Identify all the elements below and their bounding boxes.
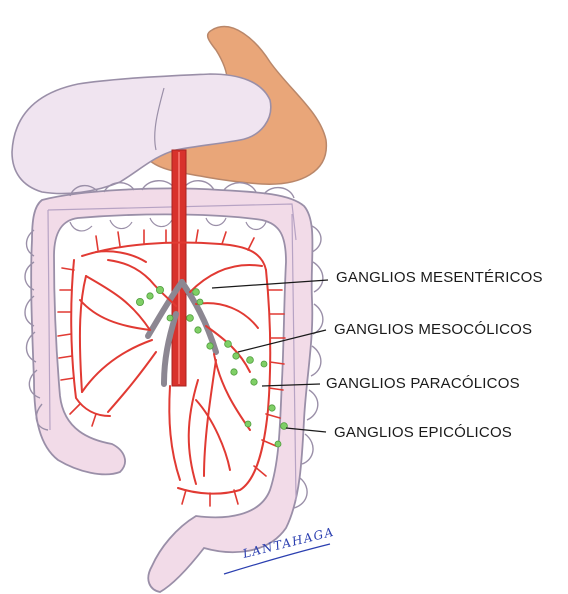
label-ganglios-mesentericos: GANGLIOS MESENTÉRICOS <box>336 269 543 286</box>
leader-mesocolicos <box>238 330 326 352</box>
colon-haustra-inner <box>70 218 266 231</box>
label-ganglios-epicolicos: GANGLIOS EPICÓLICOS <box>334 424 512 441</box>
label-ganglios-mesocolicos: GANGLIOS MESOCÓLICOS <box>334 321 532 338</box>
label-ganglios-paracolicos: GANGLIOS PARACÓLICOS <box>326 375 520 392</box>
